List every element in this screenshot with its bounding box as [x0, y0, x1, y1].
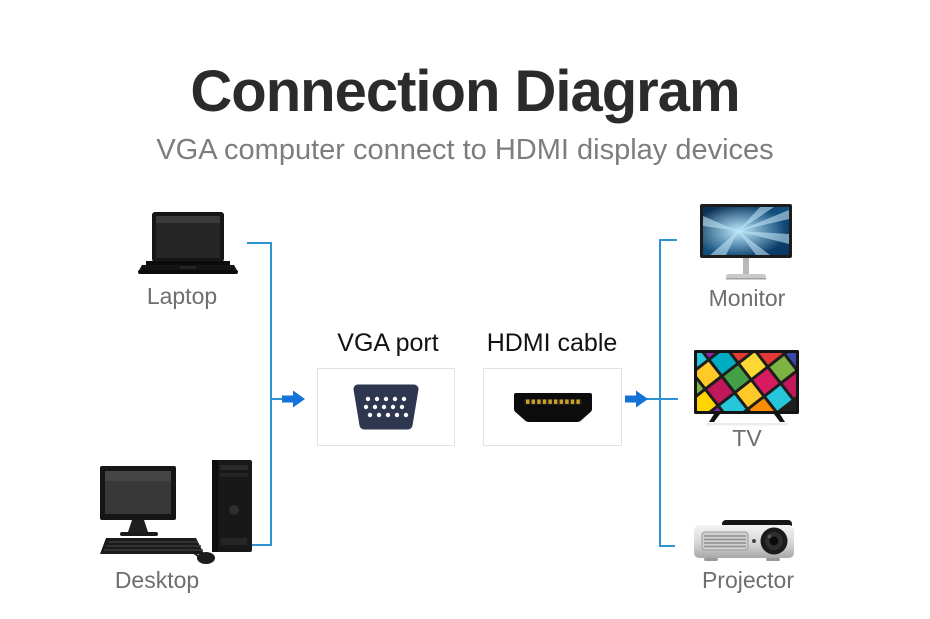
vga-connector-icon	[353, 384, 419, 430]
hdmi-cable-box	[483, 368, 622, 446]
vga-port-box	[317, 368, 455, 446]
desktop-label: Desktop	[114, 567, 200, 593]
projector-label: Projector	[701, 567, 795, 593]
tv-label: TV	[732, 425, 762, 451]
flow-arrow-right	[625, 390, 648, 408]
flow-arrow-left	[282, 390, 305, 408]
laptop-figure	[138, 212, 238, 280]
right-bracket-line	[659, 239, 677, 547]
monitor-label: Monitor	[708, 285, 786, 311]
desktop-figure	[100, 458, 255, 566]
page-title: Connection Diagram	[190, 59, 740, 124]
laptop-icon	[138, 212, 238, 274]
hdmi-cable-label: HDMI cable	[486, 329, 618, 357]
page-subtitle: VGA computer connect to HDMI display dev…	[156, 134, 774, 166]
laptop-label: Laptop	[146, 283, 218, 309]
vga-port-label: VGA port	[337, 329, 439, 357]
tv-icon	[694, 350, 799, 426]
projector-figure	[694, 518, 794, 566]
hdmi-connector-icon	[513, 393, 592, 422]
projector-icon	[694, 520, 794, 561]
monitor-figure	[700, 204, 792, 282]
desktop-icon	[100, 460, 252, 564]
tv-figure	[694, 350, 799, 428]
monitor-icon	[700, 204, 792, 280]
